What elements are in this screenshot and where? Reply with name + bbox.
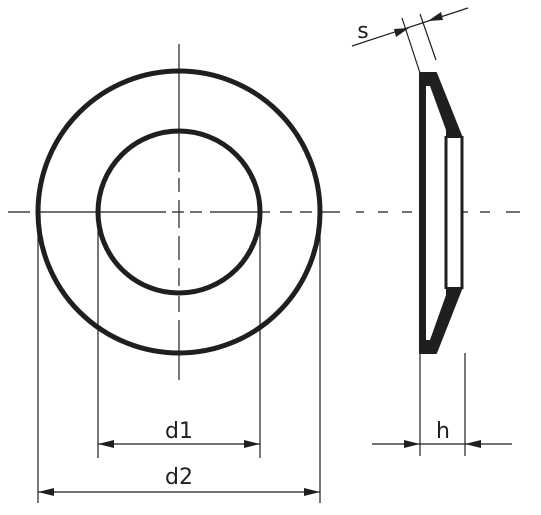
dimension-h: h bbox=[372, 353, 512, 456]
s-arrow-a bbox=[394, 28, 409, 37]
side-view bbox=[356, 72, 520, 354]
s-extension-b bbox=[419, 13, 437, 61]
s-label: s bbox=[357, 19, 368, 44]
h-label: h bbox=[436, 419, 450, 444]
front-view bbox=[8, 44, 340, 380]
s-extension-a bbox=[401, 17, 421, 74]
dimension-s: s bbox=[351, 7, 469, 74]
h-arrow-left bbox=[404, 440, 420, 448]
d1-label: d1 bbox=[165, 419, 193, 444]
s-arrow-b bbox=[428, 12, 443, 21]
d2-label: d2 bbox=[165, 465, 193, 490]
h-arrow-right bbox=[465, 440, 481, 448]
dimension-d2: d2 bbox=[37, 212, 321, 503]
d1-arrow-right bbox=[244, 440, 260, 448]
d2-arrow-left bbox=[38, 488, 54, 496]
dimension-d1: d1 bbox=[97, 212, 261, 458]
spring-section-inner bbox=[426, 86, 446, 340]
s-dimension-line bbox=[351, 7, 469, 47]
spring-section-core bbox=[446, 138, 462, 287]
d2-arrow-right bbox=[304, 488, 320, 496]
d1-arrow-left bbox=[98, 440, 114, 448]
